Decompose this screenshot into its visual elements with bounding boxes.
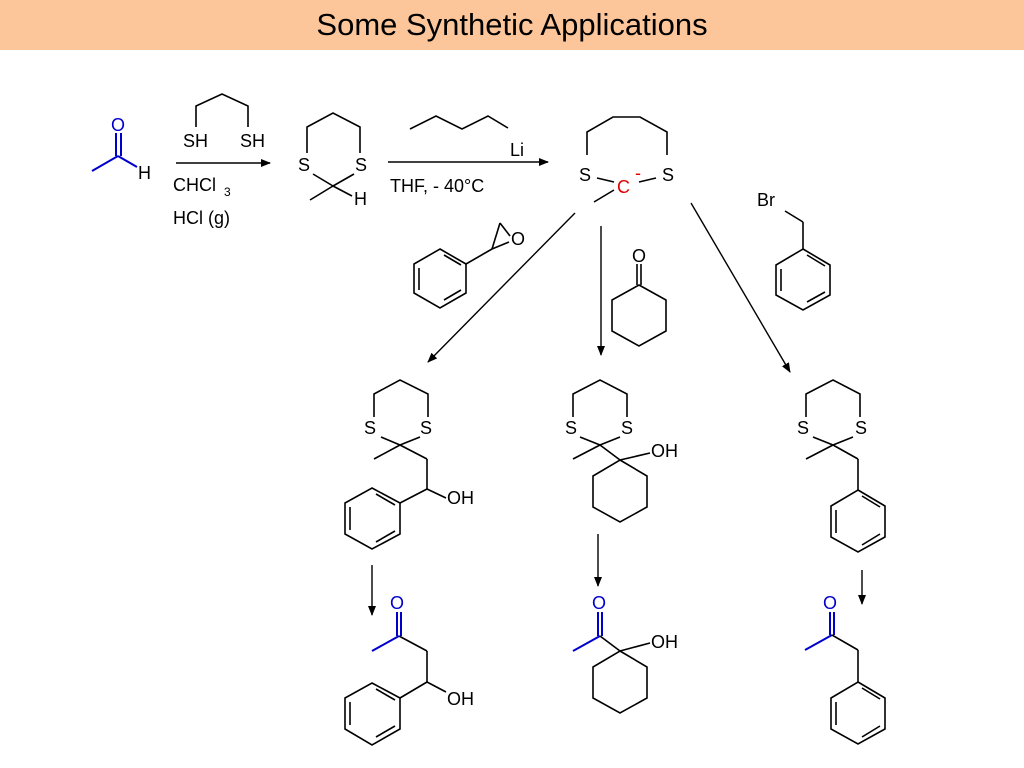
atom-label-o: O (111, 115, 125, 135)
carbanion-c: C (617, 177, 630, 197)
atom-label-final-a-oh: OH (447, 689, 474, 709)
atom-label-ketone-o: O (632, 246, 646, 266)
propanedithiol (195, 93, 249, 127)
carbanion-charge: - (635, 163, 641, 183)
atom-label-s9: S (797, 418, 809, 438)
atom-label-final-c-o: O (823, 593, 837, 613)
cyclohexanone (611, 264, 667, 347)
final-phenylacetone (804, 612, 886, 745)
branch-arrow-benzyl-bromide (690, 202, 791, 373)
atom-label-s5: S (364, 418, 376, 438)
slide-title: Some Synthetic Applications (316, 7, 708, 42)
product-dithiane-alcohol (344, 379, 447, 550)
methyl-dithiane (306, 112, 361, 201)
atom-label-epoxide-o: O (511, 229, 525, 249)
final-acetylcyclohexanol (572, 612, 651, 714)
atom-label-sh-right: SH (240, 131, 265, 151)
atom-label-s4: S (662, 165, 674, 185)
dithiane-carbanion (586, 116, 668, 203)
product-dithiane-benzyl (805, 379, 886, 553)
atom-label-s7: S (565, 418, 577, 438)
atom-label-s2: S (355, 155, 367, 175)
reagent-chcl-subscript: 3 (224, 185, 231, 199)
acetaldehyde (91, 133, 138, 172)
reagent-hcl: HCl (g) (173, 208, 230, 228)
atom-label-final-b-o: O (592, 593, 606, 613)
benzyl-bromide (775, 210, 831, 311)
atom-label-h2: H (354, 189, 367, 209)
atom-label-s6: S (420, 418, 432, 438)
styrene-oxide (413, 222, 511, 309)
title-bar (0, 0, 1024, 50)
atom-label-sh-left: SH (183, 131, 208, 151)
branch-arrow-epoxide (427, 212, 576, 363)
atom-label-s8: S (621, 418, 633, 438)
atom-label-h: H (138, 163, 151, 183)
product-dithiane-cyclohexanol (572, 379, 651, 523)
atom-label-br: Br (757, 190, 775, 210)
atom-label-s10: S (855, 418, 867, 438)
reagent-chcl: CHCl (173, 175, 216, 195)
atom-label-oh-b: OH (651, 441, 678, 461)
atom-label-final-a-o: O (390, 593, 404, 613)
atom-label-s1: S (298, 155, 310, 175)
atom-label-s3: S (579, 165, 591, 185)
atom-label-oh-a: OH (447, 488, 474, 508)
reagent-thf: THF, - 40°C (390, 176, 484, 196)
atom-label-final-b-oh: OH (651, 632, 678, 652)
atom-label-li: Li (510, 140, 524, 160)
final-hydroxy-ketone (344, 612, 447, 746)
butyllithium (409, 115, 509, 130)
